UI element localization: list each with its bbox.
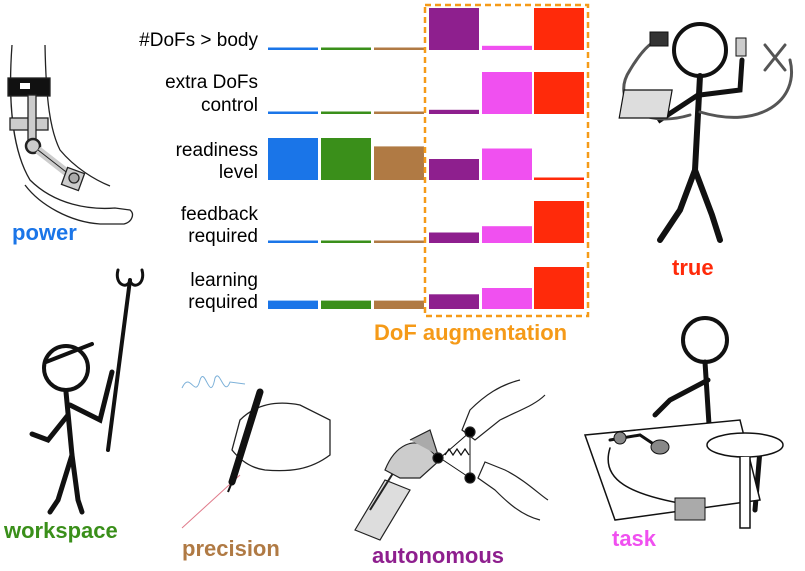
bar-precision-row5 [374,300,424,309]
bar-matrix [268,8,584,309]
category-label-precision: precision [182,536,280,561]
precision-hand-pen-illustration [181,375,331,529]
row-label-5-line2: required [188,292,258,313]
exoskeleton-arm-illustration [7,44,134,225]
bar-autonomous-row1 [429,8,479,50]
workspace-stick-figure [29,268,145,515]
bar-true-row5 [534,267,584,309]
bar-workspace-row3 [321,138,371,180]
bar-autonomous-row3 [429,159,479,180]
category-label-task: task [612,526,657,551]
bar-true-row3 [534,177,584,180]
bar-power-row2 [268,111,318,114]
dof-augmentation-label: DoF augmentation [374,320,568,345]
category-label-autonomous: autonomous [372,543,504,568]
bar-workspace-row2 [321,111,371,114]
task-seated-figure-illustration [583,316,784,529]
category-label-true: true [672,255,714,280]
row-label-5-line1: learning [190,270,258,291]
bar-true-row2 [534,72,584,114]
bar-task-row4 [482,226,532,243]
row-label-2-line2: control [200,95,258,116]
bar-task-row1 [482,45,532,50]
autonomous-hands-illustration [354,379,549,541]
row-label-3-line1: readiness [175,140,258,161]
bar-task-row5 [482,288,532,309]
bar-precision-row2 [374,111,424,114]
bar-workspace-row1 [321,47,371,50]
row-label-2-line1: extra DoFs [165,72,258,93]
bar-task-row2 [482,72,532,114]
bar-workspace-row4 [321,240,371,243]
bar-precision-row1 [374,47,424,50]
bar-workspace-row5 [321,300,371,309]
bar-precision-row3 [374,146,424,180]
bar-precision-row4 [374,240,424,243]
bar-autonomous-row2 [429,109,479,114]
bar-true-row1 [534,8,584,50]
true-stick-figure-illustration [618,22,793,243]
bar-task-row3 [482,148,532,180]
bar-true-row4 [534,201,584,243]
category-label-workspace: workspace [4,518,118,543]
row-label-4-line2: required [188,226,258,247]
bar-autonomous-row4 [429,232,479,243]
bar-power-row4 [268,240,318,243]
dof-augmentation-box [423,3,590,318]
row-label-3-line2: level [218,162,258,183]
category-label-power: power [12,220,77,245]
row-label-1-line1: #DoFs > body [139,30,258,51]
bar-power-row5 [268,300,318,309]
bar-power-row1 [268,47,318,50]
bar-autonomous-row5 [429,294,479,309]
row-label-4-line1: feedback [180,204,258,225]
bar-power-row3 [268,138,318,180]
